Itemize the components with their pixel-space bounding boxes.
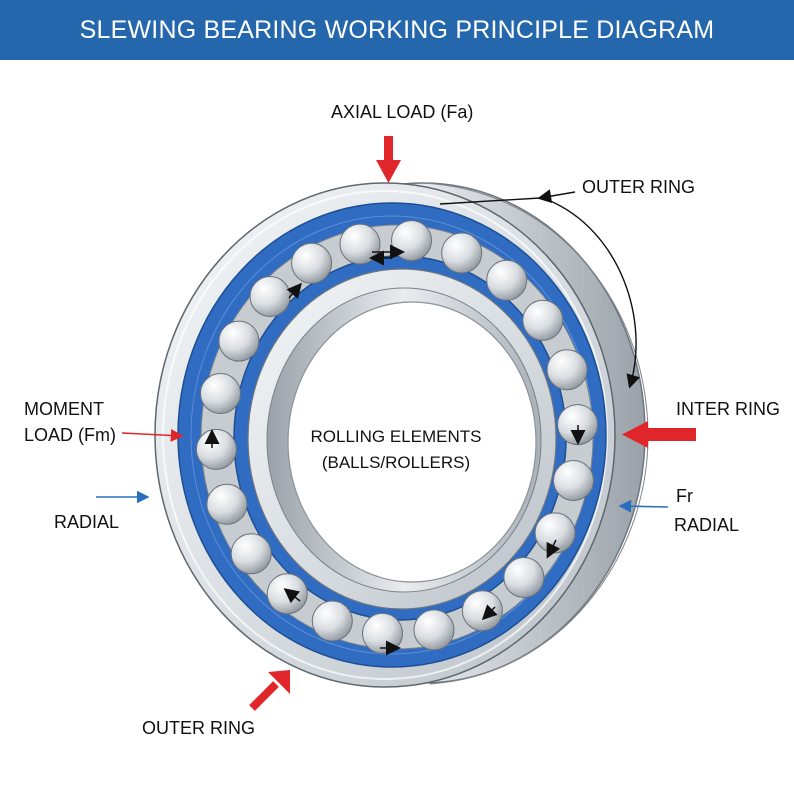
moment-load-arrow [121,429,184,442]
outer-ring-top-label: OUTER RING [582,177,695,197]
rolling-ball [546,349,588,391]
rolling-ball [553,460,594,501]
rolling-ball [413,609,455,651]
rolling-ball [534,512,576,554]
radial-right-arrow [618,499,669,513]
radial-left-label: RADIAL [54,512,119,532]
rolling-elements-line1: ROLLING ELEMENTS [311,427,482,446]
rolling-ball [461,590,503,632]
axial-load-arrow [376,136,401,183]
bearing-bore [287,301,537,583]
radial-right-label: RADIAL [674,515,739,535]
rolling-ball [291,242,333,284]
rolling-elements-line2: (BALLS/ROLLERS) [322,453,470,472]
rolling-ball [230,533,272,575]
inter-ring-arrow [622,421,696,448]
rolling-ball [206,483,248,525]
rolling-ball [311,600,353,642]
inter-ring-label: INTER RING [676,399,780,419]
moment-label-line1: MOMENT [24,399,104,419]
motion-arrows [204,244,586,656]
rolling-ball [266,573,308,615]
rolling-ball [218,320,260,362]
rolling-ball [503,557,545,598]
rolling-ball [391,220,432,262]
outer-ring-bottom-label: OUTER RING [142,718,255,738]
outer-ring-bottom-arrow [249,670,290,711]
rolling-ball [195,428,237,470]
rolling-ball [200,373,241,414]
diagram-title: SLEWING BEARING WORKING PRINCIPLE DIAGRA… [0,0,794,60]
outer-ring-leader [439,189,640,389]
fr-label: Fr [676,486,693,506]
axial-load-label: AXIAL LOAD (Fa) [331,102,473,122]
rolling-ball [522,299,564,341]
rolling-ball [441,232,483,274]
rolling-ball [486,259,528,301]
rolling-ball [249,276,291,317]
moment-label-line2: LOAD (Fm) [24,425,116,445]
